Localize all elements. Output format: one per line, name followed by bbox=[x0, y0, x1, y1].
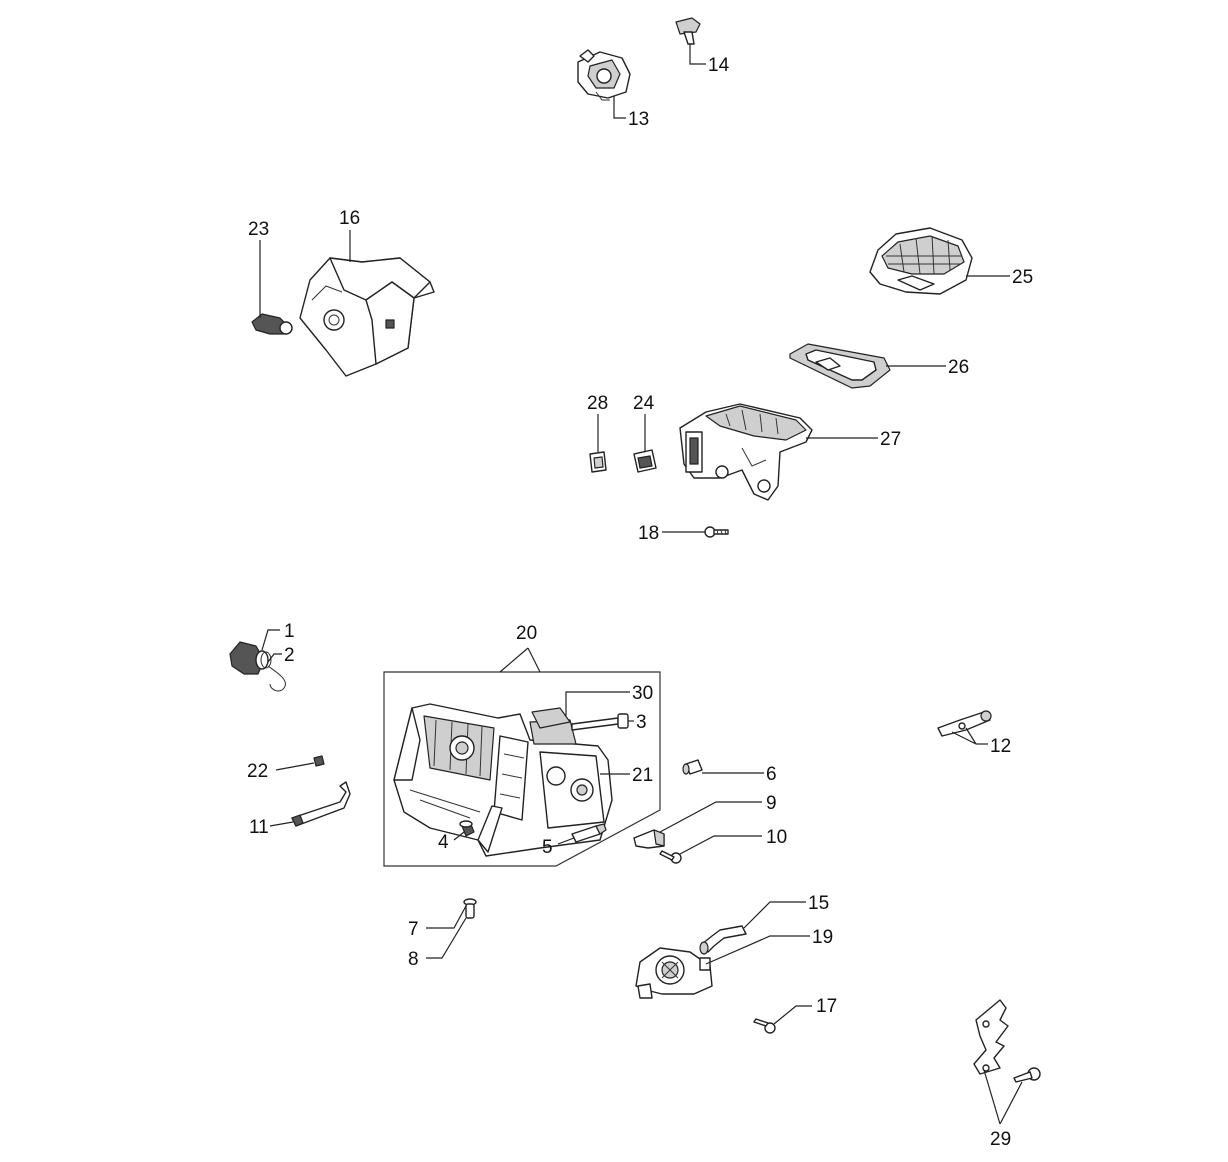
label-6: 6 bbox=[766, 764, 777, 785]
label-9: 9 bbox=[766, 793, 777, 814]
label-19: 19 bbox=[812, 927, 833, 948]
label-16: 16 bbox=[339, 208, 360, 229]
leader-11 bbox=[269, 821, 294, 827]
part-17-screw bbox=[753, 1018, 776, 1034]
part-20-crankcase bbox=[393, 703, 613, 857]
label-1: 1 bbox=[284, 621, 295, 642]
label-26: 26 bbox=[948, 357, 969, 378]
leader-14 bbox=[689, 44, 706, 65]
part-3-bolt bbox=[571, 713, 629, 731]
leader-9 bbox=[659, 801, 762, 833]
part-22-nut bbox=[313, 755, 325, 767]
leader-29b bbox=[999, 1081, 1023, 1125]
part-10-screw bbox=[659, 850, 682, 864]
label-22: 22 bbox=[247, 761, 268, 782]
part-20-group-outline bbox=[383, 671, 661, 867]
leader-15 bbox=[743, 901, 806, 929]
leader-2 bbox=[267, 653, 282, 663]
label-18: 18 bbox=[638, 523, 659, 544]
label-13: 13 bbox=[628, 109, 649, 130]
part-15-hose bbox=[699, 925, 747, 955]
part-6-sleeve bbox=[682, 759, 703, 775]
leader-20a bbox=[499, 647, 529, 673]
part-14-knob bbox=[675, 17, 701, 45]
leader-12a bbox=[965, 727, 977, 745]
part-13-carburetor bbox=[577, 49, 631, 101]
label-5: 5 bbox=[542, 837, 553, 858]
leader-30 bbox=[565, 691, 630, 716]
label-14: 14 bbox=[708, 55, 730, 76]
part-23-latch-knob bbox=[251, 313, 293, 335]
part-5-pin bbox=[571, 823, 607, 843]
label-24: 24 bbox=[633, 393, 655, 414]
label-4: 4 bbox=[438, 832, 449, 853]
leader-22 bbox=[275, 762, 315, 771]
label-10: 10 bbox=[766, 827, 787, 848]
part-27-filter-base bbox=[679, 403, 813, 501]
part-11-lever bbox=[291, 781, 351, 827]
label-30: 30 bbox=[632, 683, 653, 704]
leader-12b bbox=[951, 731, 977, 745]
label-2: 2 bbox=[284, 645, 295, 666]
label-7: 7 bbox=[408, 919, 419, 940]
label-25: 25 bbox=[1012, 267, 1033, 288]
label-23: 23 bbox=[248, 219, 269, 240]
leader-8 bbox=[426, 917, 467, 959]
label-21: 21 bbox=[632, 765, 653, 786]
leader-17 bbox=[773, 1005, 812, 1025]
label-17: 17 bbox=[816, 996, 837, 1017]
leader-20b bbox=[527, 647, 541, 673]
part-1-2-cap-assembly bbox=[229, 641, 286, 692]
leader-13 bbox=[613, 96, 626, 119]
part-4-bushing bbox=[459, 820, 475, 837]
part-29-catcher-plate bbox=[973, 999, 1041, 1083]
part-26-gasket bbox=[789, 343, 891, 389]
part-25-air-filter bbox=[869, 227, 973, 295]
part-28-small-plate bbox=[589, 451, 607, 473]
part-12-fitting bbox=[937, 710, 992, 737]
label-29: 29 bbox=[990, 1129, 1011, 1150]
leader-19 bbox=[705, 935, 810, 965]
part-19-oil-pump bbox=[635, 947, 713, 999]
part-16-top-cover bbox=[299, 257, 435, 377]
leader-7 bbox=[426, 905, 467, 929]
part-18-screw bbox=[704, 526, 729, 538]
label-20: 20 bbox=[516, 623, 537, 644]
leader-4 bbox=[453, 831, 465, 841]
part-24-switch bbox=[633, 449, 657, 473]
leader-10 bbox=[679, 835, 762, 855]
label-28: 28 bbox=[587, 393, 608, 414]
label-27: 27 bbox=[880, 429, 901, 450]
label-8: 8 bbox=[408, 949, 419, 970]
label-3: 3 bbox=[636, 712, 647, 733]
leader-5 bbox=[557, 837, 575, 845]
part-30-label-plate bbox=[531, 707, 571, 729]
leader-29a bbox=[983, 1069, 1001, 1125]
label-15: 15 bbox=[808, 893, 829, 914]
label-12: 12 bbox=[990, 736, 1011, 757]
leader-1 bbox=[261, 629, 280, 651]
part-7-8-bolt-washer bbox=[463, 898, 477, 919]
label-11: 11 bbox=[249, 817, 269, 838]
part-9-bracket bbox=[633, 829, 665, 849]
